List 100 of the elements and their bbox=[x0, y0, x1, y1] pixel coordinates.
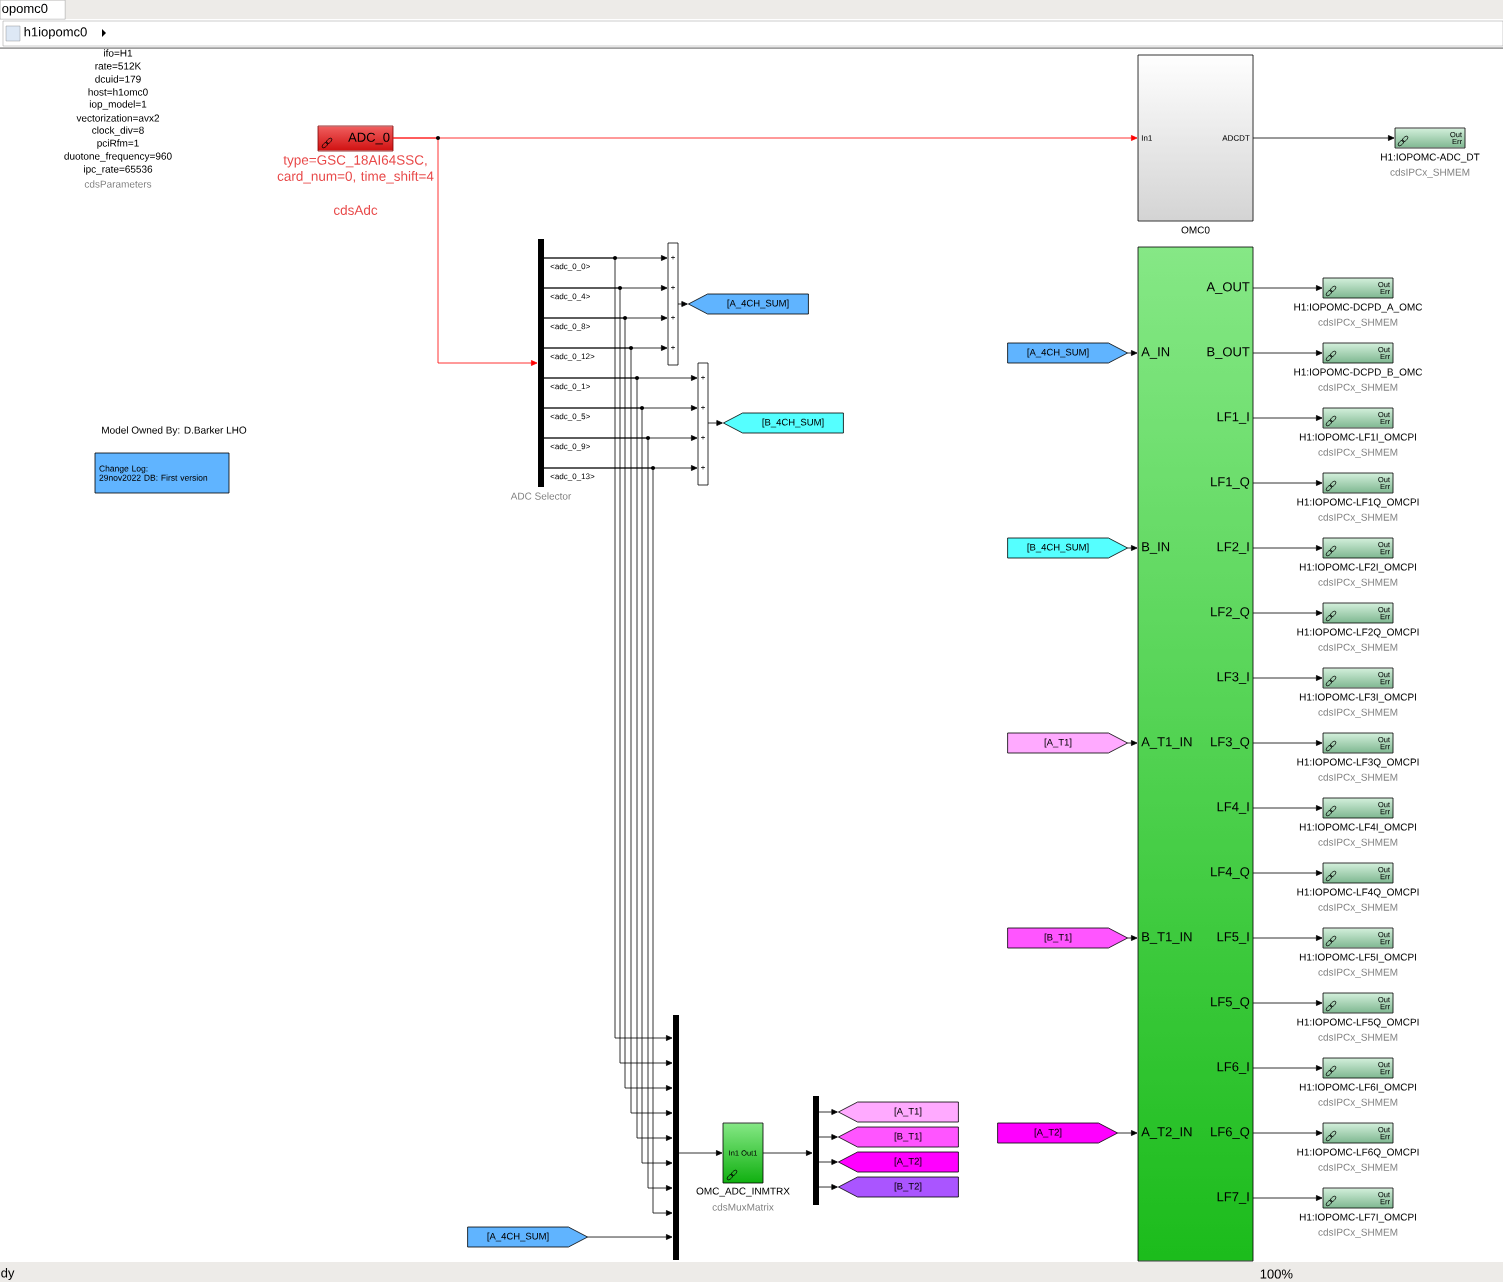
parameter-text: ipc_rate=65536 bbox=[84, 165, 153, 175]
signal-label: <adc_0_4> bbox=[549, 292, 592, 302]
signal-line bbox=[1127, 740, 1138, 746]
from-tag: [B_T1] bbox=[1007, 927, 1128, 949]
sum-block: + + + + bbox=[697, 362, 709, 486]
goto-tag: [A_T2] bbox=[838, 1151, 959, 1173]
library-name: cdsIPCx_SHMEM bbox=[1318, 968, 1398, 978]
tab: opomc0 bbox=[0, 0, 66, 20]
parameter-text: host=h1omc0 bbox=[88, 88, 148, 96]
signal-line bbox=[1127, 350, 1138, 356]
block-parameters: type=GSC_18AI64SSC, card_num=0, time_shift=4 bbox=[277, 155, 434, 184]
signal-line bbox=[707, 420, 723, 426]
block-name: H1:IOPOMC-LF1I_OMCPI bbox=[1299, 433, 1416, 443]
parameter-text: ifo=H1 bbox=[104, 49, 133, 57]
signal-line bbox=[1252, 675, 1323, 681]
library-name: cdsIPCx_SHMEM bbox=[1390, 168, 1470, 178]
signal-line bbox=[1252, 610, 1323, 616]
goto-tag: [A_4CH_SUM] bbox=[688, 293, 809, 315]
signal-line bbox=[1252, 1130, 1323, 1136]
signal-line bbox=[678, 1150, 723, 1156]
block-name: OMC0 bbox=[1181, 226, 1210, 234]
library-name: cdsIPCx_SHMEM bbox=[1318, 773, 1398, 783]
signal-line bbox=[1252, 350, 1323, 356]
signal-line bbox=[762, 1150, 813, 1156]
library-name: cdsIPCx_SHMEM bbox=[1318, 1228, 1398, 1238]
block-name: H1:IOPOMC-LF3Q_OMCPI bbox=[1297, 758, 1419, 768]
block-name: H1:IOPOMC-LF2Q_OMCPI bbox=[1297, 628, 1419, 638]
from-tag: [A_4CH_SUM] bbox=[1007, 342, 1128, 364]
signal-line bbox=[1252, 870, 1323, 876]
signal-line bbox=[677, 301, 688, 307]
signal-line bbox=[392, 137, 538, 366]
block-name: H1:IOPOMC-DCPD_B_OMC bbox=[1294, 368, 1423, 378]
library-name: cdsMuxMatrix bbox=[712, 1203, 774, 1211]
signal-label: <adc_0_5> bbox=[549, 412, 592, 422]
signal-line bbox=[1252, 480, 1323, 486]
subsystem-block: In1 ADCDT bbox=[1137, 54, 1254, 222]
signal-label: <adc_0_12> bbox=[549, 352, 596, 362]
block-name: H1:IOPOMC-ADC_DT bbox=[1381, 153, 1480, 163]
signal-label: <adc_0_13> bbox=[549, 472, 596, 482]
signal-line bbox=[818, 1109, 838, 1115]
signal-label: <adc_0_1> bbox=[549, 382, 592, 392]
parameter-text: duotone_frequency=960 bbox=[64, 152, 172, 162]
parameter-text: dcuid=179 bbox=[95, 75, 141, 83]
parameter-text: vectorization=avx2 bbox=[76, 114, 160, 122]
parameter-text: iop_model=1 bbox=[89, 100, 147, 110]
library-name: cdsIPCx_SHMEM bbox=[1318, 383, 1398, 393]
block-name: H1:IOPOMC-LF2I_OMCPI bbox=[1299, 563, 1416, 573]
block-name: H1:IOPOMC-LF5Q_OMCPI bbox=[1297, 1018, 1419, 1028]
signal-line bbox=[1252, 1195, 1323, 1201]
signal-line bbox=[1252, 285, 1323, 291]
block-name: H1:IOPOMC-LF6I_OMCPI bbox=[1299, 1083, 1416, 1093]
block-name: H1:IOPOMC-LF5I_OMCPI bbox=[1299, 953, 1416, 963]
library-name: cdsIPCx_SHMEM bbox=[1318, 1098, 1398, 1108]
zoom-level: 100% bbox=[1260, 1269, 1293, 1279]
parameter-text: pciRfm=1 bbox=[97, 139, 139, 149]
library-name: cdsParameters bbox=[84, 180, 152, 188]
block-name: OMC_ADC_INMTRX bbox=[696, 1187, 790, 1197]
from-tag: [B_4CH_SUM] bbox=[1007, 537, 1128, 559]
library-name: cdsIPCx_SHMEM bbox=[1318, 838, 1398, 848]
library-name: cdsIPCx_SHMEM bbox=[1318, 903, 1398, 913]
model-name: h1iopomc0 bbox=[24, 26, 87, 40]
library-name: cdsIPCx_SHMEM bbox=[1318, 708, 1398, 718]
goto-tag: [B_T2] bbox=[838, 1176, 959, 1198]
from-tag: [A_T1] bbox=[1007, 732, 1128, 754]
signal-line bbox=[1252, 1065, 1323, 1071]
block-name: ADC Selector bbox=[510, 492, 572, 500]
block-name: H1:IOPOMC-LF4Q_OMCPI bbox=[1297, 888, 1419, 898]
block-name: H1:IOPOMC-DCPD_A_OMC bbox=[1294, 303, 1423, 313]
signal-label: <adc_0_8> bbox=[549, 322, 592, 332]
library-name: cdsIPCx_SHMEM bbox=[1318, 1163, 1398, 1173]
signal-line bbox=[587, 1234, 673, 1240]
goto-tag: [B_T1] bbox=[838, 1126, 959, 1148]
library-name: cdsIPCx_SHMEM bbox=[1318, 1033, 1398, 1043]
block-name: H1:IOPOMC-LF1Q_OMCPI bbox=[1297, 498, 1419, 508]
signal-line bbox=[1252, 935, 1323, 941]
signal-line bbox=[1252, 135, 1395, 141]
library-name: cdsAdc bbox=[333, 205, 378, 215]
from-tag: [A_4CH_SUM] bbox=[467, 1226, 588, 1248]
goto-tag: [A_T1] bbox=[838, 1101, 959, 1123]
parameter-text: rate=512K bbox=[95, 62, 142, 70]
bus-bar bbox=[538, 239, 544, 487]
library-name: cdsIPCx_SHMEM bbox=[1318, 643, 1398, 653]
signal-line bbox=[818, 1184, 838, 1190]
signal-line bbox=[1252, 415, 1323, 421]
status-text: dy bbox=[1, 1267, 15, 1281]
signal-line bbox=[1252, 740, 1323, 746]
owner-note: Model Owned By: D.Barker LHO bbox=[102, 426, 247, 436]
signal-line bbox=[1127, 935, 1138, 941]
signal-line bbox=[1127, 545, 1138, 551]
goto-tag: [B_4CH_SUM] bbox=[723, 412, 844, 434]
signal-line bbox=[1252, 545, 1323, 551]
subsystem-block: A_IN B_IN A_T1_IN B_T1_IN A_T2_IN A_OUT B_OUT LF1_I LF1_Q LF2_I LF2_Q LF3_I LF3_Q LF4_I LF4_Q LF5_I LF5_Q LF6_I LF6_Q LF7_I bbox=[1137, 246, 1254, 1262]
signal-line bbox=[818, 1159, 838, 1165]
signal-line bbox=[1252, 805, 1323, 811]
block-name: H1:IOPOMC-LF3I_OMCPI bbox=[1299, 693, 1416, 703]
block-name: H1:IOPOMC-LF7I_OMCPI bbox=[1299, 1213, 1416, 1223]
parameter-text: clock_div=8 bbox=[92, 126, 144, 136]
library-name: cdsIPCx_SHMEM bbox=[1318, 578, 1398, 588]
block-name: H1:IOPOMC-LF4I_OMCPI bbox=[1299, 823, 1416, 833]
library-name: cdsIPCx_SHMEM bbox=[1318, 318, 1398, 328]
